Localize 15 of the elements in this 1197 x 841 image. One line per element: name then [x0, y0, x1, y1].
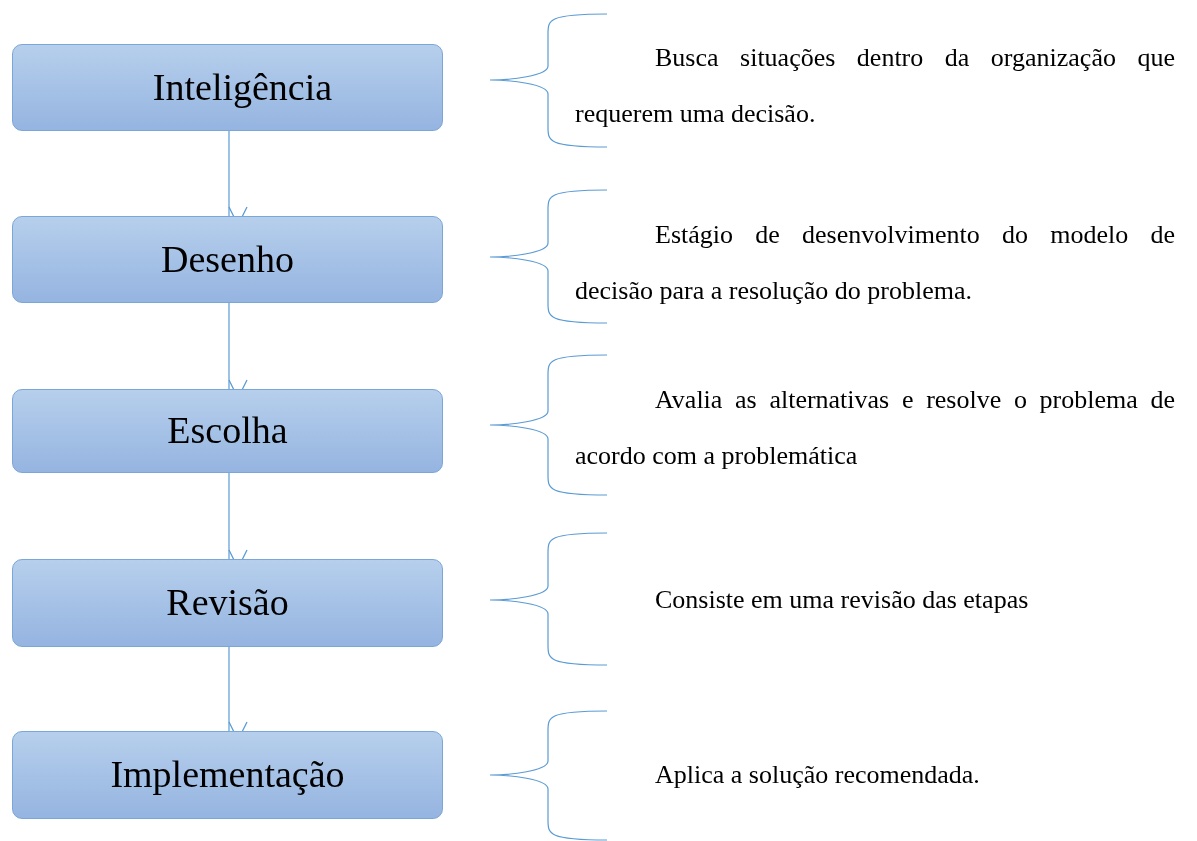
- process-box: [12, 389, 443, 473]
- description-text: Consiste em uma revisão das etapas: [654, 584, 1030, 616]
- process-box: [12, 731, 443, 819]
- step-label: Implementação: [110, 752, 345, 798]
- step-label: Desenho: [161, 236, 294, 282]
- process-box: [12, 44, 443, 131]
- description-text: Aplica a solução recomendada.: [654, 759, 981, 791]
- step-label: Escolha: [167, 408, 288, 454]
- description-text: Busca situações dentro da organização que requerem uma decisão.: [575, 42, 1175, 130]
- process-box: [12, 559, 443, 647]
- step-label: Inteligência: [152, 64, 333, 110]
- process-box: [12, 216, 443, 303]
- description-text: Avalia as alternativas e resolve o problema de acordo com a problemática: [575, 384, 1175, 472]
- step-label: Revisão: [166, 580, 289, 626]
- description-text: Estágio de desenvolvimento do modelo de decisão para a resolução do problema.: [575, 219, 1175, 307]
